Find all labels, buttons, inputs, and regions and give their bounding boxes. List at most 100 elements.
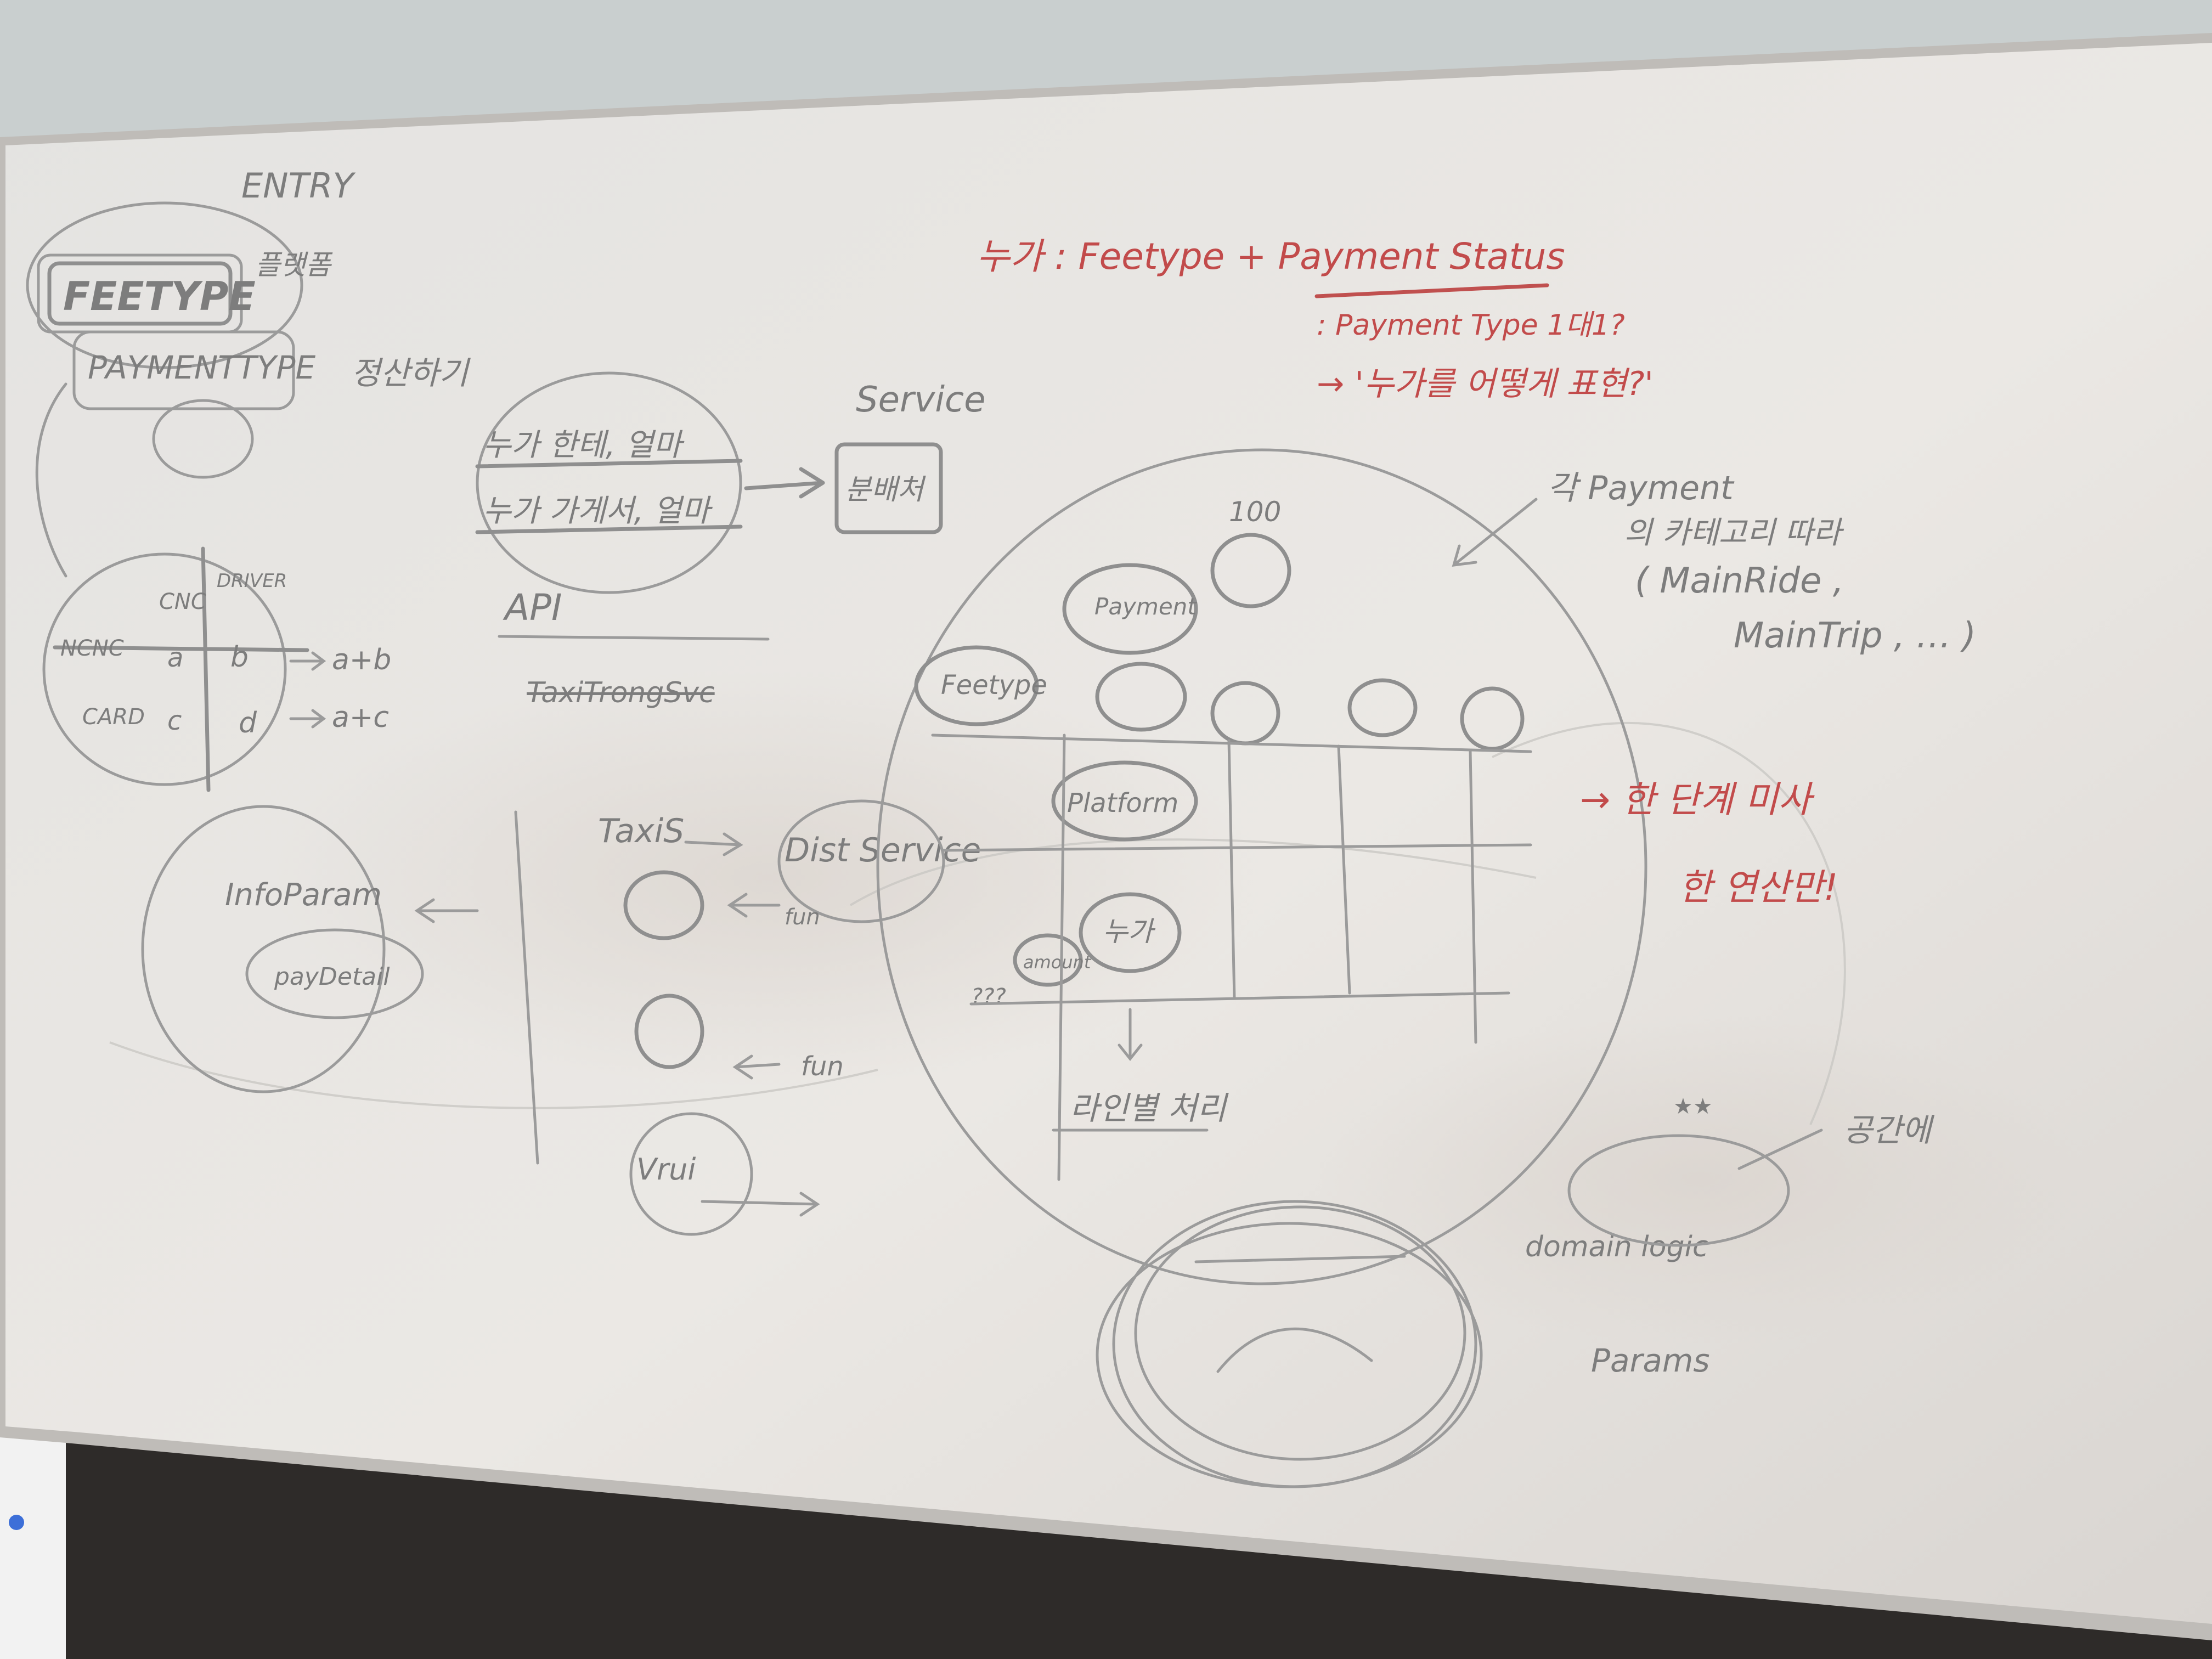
params-label: Params [1591,1342,1710,1379]
info-circle [141,805,386,1093]
service-box-label: 분배처 [845,473,927,506]
red-sub-2: → '누가를 어떻게 표현?' [1317,365,1654,403]
out-ab-label: a+b [332,644,391,676]
ghost-stroke [1492,722,1846,1125]
payment-note-3: ( MainRide , [1635,561,1844,601]
matrix-cell-d: d [239,707,257,740]
entry-circle [26,201,303,369]
scribble-node [634,994,704,1069]
tree-node-who [1079,892,1182,973]
tree-big-circle [876,448,1647,1285]
arrow-right-icon [701,1192,820,1217]
tree-grid-line [1337,744,1351,995]
eraser-smudge [1317,1015,2085,1344]
sale-circle [1567,1134,1790,1247]
arrow-up-right-icon [1737,1128,1823,1170]
node-payment-label: Payment [1094,593,1197,620]
ghost-stroke [109,1041,878,1109]
arrow-right-icon [289,651,326,671]
node-amount-label: amount [1023,952,1092,973]
arrow-down-left-icon [1452,498,1538,567]
tree-node-platform [1051,760,1198,842]
tree-node [1347,678,1418,737]
vertical-flow-line [514,810,539,1165]
curve-arrow [35,382,67,578]
tree-grid-line [931,733,1532,753]
node-who-label: 누가 [1103,916,1156,947]
tree-grid-line [1057,733,1066,1181]
arrow-right-icon [289,709,326,729]
tree-node-payment [1062,563,1198,655]
eraser-smudge [274,669,1262,1086]
underline [498,635,770,641]
fun-label-2: fun [801,1051,844,1082]
red-note-1: → 한 단계 미사 [1580,778,1815,821]
matrix-col-driver: DRIVER [217,570,287,592]
tree-grid-line [1227,739,1236,1000]
settle-label: 정산하기 [351,354,471,392]
small-circle [152,399,254,479]
settle-process-label: 라인별 처리 [1070,1090,1229,1127]
tree-node-feetype [914,645,1039,726]
underline [475,459,743,469]
inner-scribble [1194,1255,1406,1373]
matrix-cell-a: a [167,642,183,673]
matrix-col-cnc: CNC [159,589,206,614]
tree-node-amount [1013,933,1083,987]
paymenttype-label: PAYMENTTYPE [88,349,316,386]
arrow-left-icon [727,893,781,918]
who-circle [476,371,742,594]
paymenttype-box [72,330,295,410]
matrix-circle [42,552,287,786]
dist-service-circle [777,799,945,923]
matrix-row-ncnc: NCNC [60,636,124,661]
tree-grid-line [942,843,1532,852]
arrow-down-icon [1118,1008,1143,1062]
red-sub-1: : Payment Type 1대1? [1317,309,1625,342]
matrix-row-card: CARD [82,704,145,730]
node-100-label: 100 [1229,496,1281,528]
who-line-1: 누가 한테, 얼마 [483,427,685,463]
pay-detail-label: payDetail [274,963,390,991]
tree-node [1210,533,1291,608]
matrix-line [201,546,211,792]
taxi-trong-label: TaxiTrongSvc [527,676,715,709]
api-label: API [503,586,562,629]
tree-node [1095,662,1187,732]
out-ac-label: a+c [332,701,389,734]
info-param-label: InfoParam [225,877,382,913]
feetype-box [47,261,233,326]
matrix-line [53,645,309,652]
feetype-note: 플랫폼 [255,249,333,281]
vrui-label: Vrui [636,1152,696,1187]
arrow-right-icon [684,832,743,856]
domain-scribble [1096,1222,1483,1488]
feetype-label: FEETYPE [63,273,256,319]
scribble-node [623,870,704,940]
tree-grid-line [1469,750,1477,1044]
payment-note-1: 각 Payment [1547,469,1735,507]
service-box [834,442,943,534]
matrix-cell-b: b [230,641,249,674]
purifier-light-icon [9,1515,24,1530]
entry-label: ENTRY [241,166,356,206]
payment-note-4: MainTrip , … ) [1734,616,1976,656]
taxis-label: TaxiS [598,812,684,850]
stars-label: ★★ [1673,1094,1713,1119]
vrui-circle [629,1112,753,1236]
node-platform-label: Platform [1067,788,1178,819]
pay-detail-circle [245,928,424,1019]
tree-node [1460,686,1525,751]
service-label: Service [856,380,986,420]
arrow-right-icon [744,467,825,499]
red-note-2: 한 연산만! [1679,866,1838,909]
matrix-cell-c: c [167,706,182,736]
who-line-2: 누가 가게서, 얼마 [483,493,713,529]
red-underline [1314,283,1549,298]
domain-scribble [1134,1205,1466,1461]
fun-label-1: fun [785,905,820,930]
payment-note-2: 의 카테고리 따라 [1624,515,1844,551]
arrow-left-icon [414,898,479,923]
underline [475,524,743,534]
